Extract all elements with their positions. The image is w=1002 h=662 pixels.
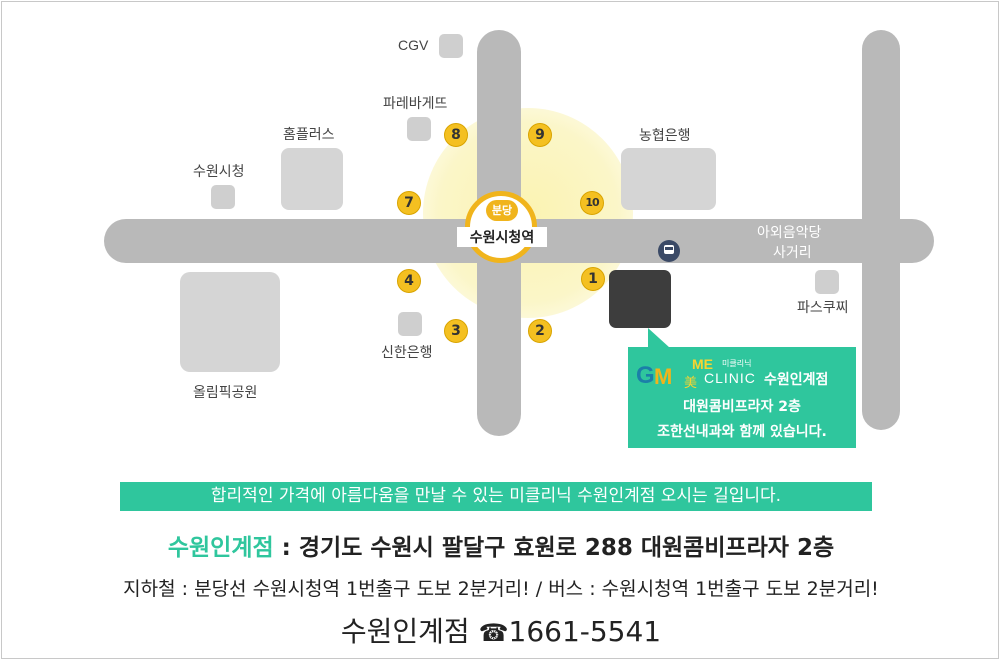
- pascucci-square: [815, 270, 839, 294]
- clinic-logo: G M ME 美: [636, 356, 713, 391]
- label-paris-baguette: 파레바게뜨: [383, 96, 448, 112]
- address-line: 수원인계점 : 경기도 수원시 팔달구 효원로 288 대원콤비프라자 2층: [0, 528, 1002, 562]
- callout-pointer: [648, 328, 670, 348]
- callout-together-info: 조한선내과와 함께 있습니다.: [657, 424, 827, 440]
- line-badge: 분당: [486, 200, 518, 221]
- directions-banner: 합리적인 가격에 아름다움을 만날 수 있는 미클리닉 수원인계점 오시는 길입…: [120, 482, 872, 511]
- label-art-center: 아외음악당: [757, 225, 822, 241]
- exit-10-marker: 10: [580, 191, 604, 215]
- paris-baguette-square: [407, 117, 431, 141]
- station-marker: 분당 수원시청역: [457, 191, 547, 263]
- clinic-branch-name: 수원인계점: [764, 372, 829, 388]
- address-text: : 경기도 수원시 팔달구 효원로 288 대원콤비프라자 2층: [273, 535, 835, 561]
- label-cgv: CGV: [398, 37, 429, 53]
- address-branch: 수원인계점: [167, 535, 274, 561]
- exit-4-marker: 4: [397, 269, 421, 293]
- road-vertical-east: [862, 30, 900, 430]
- logo-mei: 美: [684, 376, 698, 391]
- exit-2-marker: 2: [528, 319, 552, 343]
- homeplus-building: [281, 148, 343, 210]
- nonghyup-building: [621, 148, 716, 210]
- station-name: 수원시청역: [457, 227, 547, 247]
- phone-line: 수원인계점 ☎1661-5541: [0, 610, 1002, 650]
- logo-g: G: [636, 362, 655, 389]
- label-intersection: 사거리: [773, 245, 812, 261]
- phone-number[interactable]: 1661-5541: [508, 615, 662, 648]
- callout-floor-info: 대원콤비프라자 2층: [683, 399, 801, 415]
- clinic-callout: [628, 347, 856, 448]
- phone-icon: ☎: [478, 619, 509, 647]
- exit-1-marker: 1: [581, 267, 605, 291]
- cgv-square: [439, 34, 463, 58]
- phone-branch: 수원인계점: [340, 615, 470, 648]
- shinhan-square: [398, 312, 422, 336]
- clinic-english-name: CLINIC: [704, 370, 756, 386]
- label-nonghyup: 농협은행: [639, 128, 691, 144]
- exit-7-marker: 7: [397, 191, 421, 215]
- logo-me: ME: [692, 356, 713, 372]
- clinic-small-name: 미클리닉: [722, 359, 752, 368]
- exit-8-marker: 8: [444, 123, 468, 147]
- label-olympic-park: 올림픽공원: [193, 385, 258, 401]
- olympic-park-block: [180, 272, 280, 372]
- label-homeplus: 홈플러스: [283, 127, 335, 143]
- logo-m: M: [654, 364, 673, 389]
- label-city-hall: 수원시청: [193, 164, 245, 180]
- bus-stop-icon: [658, 240, 680, 262]
- transit-info: 지하철 : 분당선 수원시청역 1번출구 도보 2분거리! / 버스 : 수원시…: [123, 578, 879, 600]
- exit-3-marker: 3: [444, 319, 468, 343]
- city-hall-square: [211, 185, 235, 209]
- exit-9-marker: 9: [528, 123, 552, 147]
- clinic-building: [609, 270, 671, 328]
- label-pascucci: 파스쿠찌: [797, 300, 849, 316]
- label-shinhan: 신한은행: [381, 345, 433, 361]
